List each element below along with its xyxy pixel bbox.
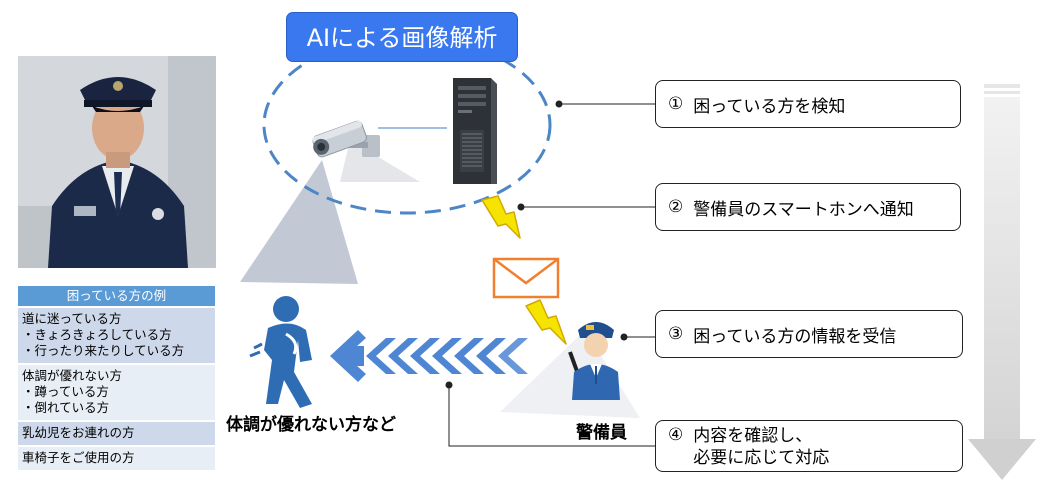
- step-4-respond: ④ 内容を確認し、 必要に応じて対応: [655, 420, 963, 472]
- step-3-receive: ③ 困っている方の情報を受信: [655, 310, 963, 358]
- examples-line: ・蹲っている方: [22, 384, 109, 399]
- examples-line: 道に迷っている方: [22, 311, 122, 326]
- examples-row: 体調が優れない方 ・蹲っている方 ・倒れている方: [18, 363, 215, 420]
- examples-line: ・きょろきょろしている方: [22, 327, 172, 342]
- step-2-notify: ② 警備員のスマートホンへ通知: [655, 183, 961, 231]
- examples-table: 困っている方の例 道に迷っている方 ・きょろきょろしている方 ・行ったり来たりし…: [18, 286, 215, 470]
- step-text: 困っている方の情報を受信: [693, 326, 897, 347]
- camera-shadow: [340, 140, 420, 182]
- step-text: 警備員のスマートホンへ通知: [693, 199, 914, 220]
- person-caption: 体調が優れない方など: [226, 415, 396, 435]
- examples-row: 道に迷っている方 ・きょろきょろしている方 ・行ったり来たりしている方: [18, 306, 215, 363]
- unwell-person-icon: [249, 296, 312, 408]
- examples-row: 車椅子をご使用の方: [18, 445, 215, 470]
- examples-line: ・倒れている方: [22, 400, 110, 415]
- examples-line: 車椅子をご使用の方: [22, 450, 135, 465]
- lightning-icon: [525, 299, 567, 345]
- step-1-detect: ① 困っている方を検知: [655, 80, 961, 128]
- guard-icon: [568, 322, 620, 400]
- ai-analysis-zone: [262, 35, 552, 215]
- step-text-line: 必要に応じて対応: [693, 448, 830, 468]
- ai-analysis-title: AIによる画像解析: [286, 12, 518, 62]
- mail-icon: [492, 257, 560, 299]
- examples-table-header: 困っている方の例: [18, 286, 215, 306]
- examples-line: 体調が優れない方: [22, 368, 123, 383]
- security-guard-photo: [18, 56, 216, 268]
- camera-view-cone: [240, 160, 358, 284]
- step-text-line: 内容を確認し、: [693, 426, 813, 446]
- guidance-arrow: [330, 330, 528, 382]
- step-number: ④: [668, 425, 684, 445]
- step-text: 内容を確認し、 必要に応じて対応: [693, 425, 829, 469]
- examples-row: 乳幼児をお連れの方: [18, 420, 215, 445]
- server-icon: [453, 78, 497, 184]
- step-number: ③: [668, 324, 684, 344]
- process-flow-arrow: [968, 84, 1036, 480]
- examples-line: 乳幼児をお連れの方: [22, 425, 135, 440]
- guard-caption: 警備員: [576, 423, 627, 443]
- lightning-icon: [481, 195, 521, 239]
- step-number: ②: [668, 197, 684, 217]
- security-camera-icon: [312, 120, 380, 158]
- examples-line: ・行ったり来たりしている方: [22, 343, 185, 358]
- step-number: ①: [668, 94, 684, 114]
- step-text: 困っている方を検知: [693, 96, 846, 117]
